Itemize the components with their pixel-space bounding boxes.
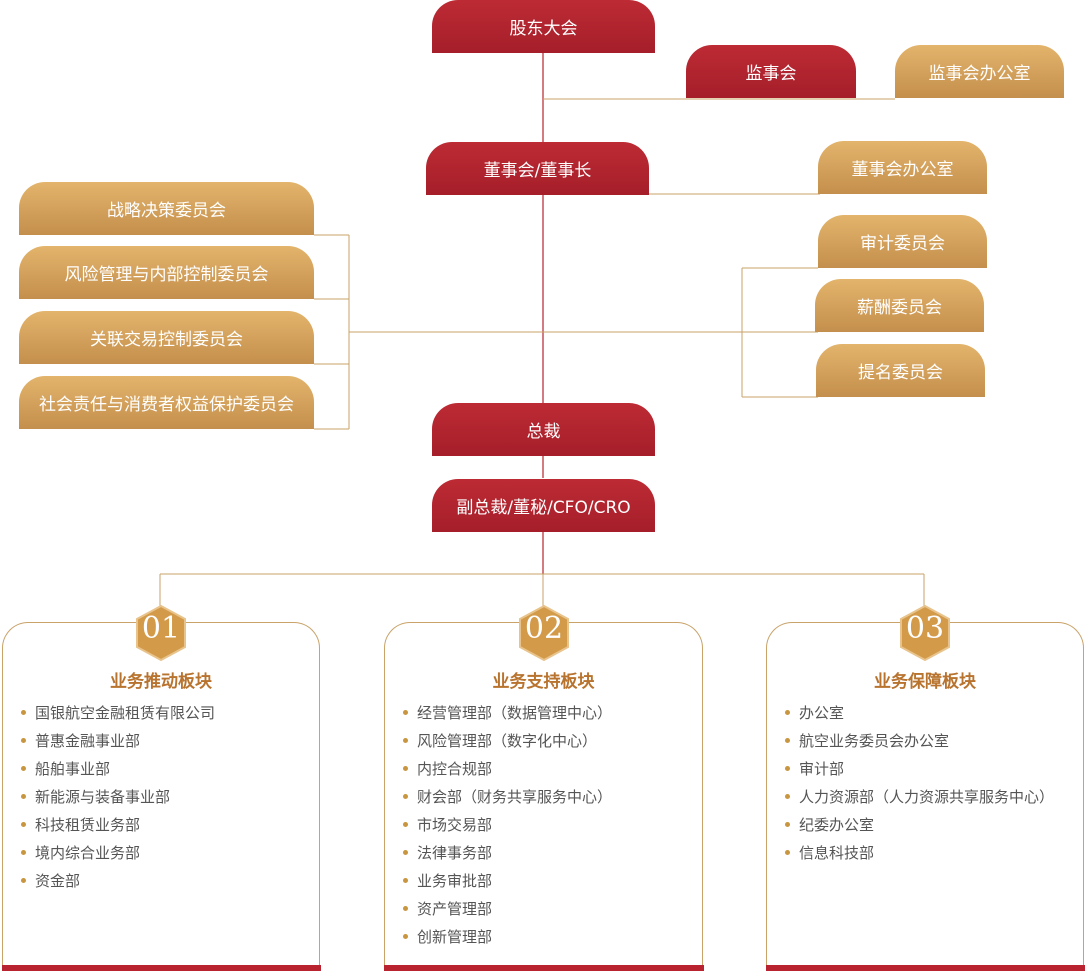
- list-item: 信息科技部: [785, 841, 1054, 869]
- list-item: 办公室: [785, 701, 1054, 729]
- list-item: 航空业务委员会办公室: [785, 729, 1054, 757]
- sector-title: 业务推动板块: [110, 672, 212, 692]
- list-item: 资金部: [21, 869, 215, 897]
- sector-number-badge: 03: [899, 605, 951, 661]
- sector-number: 02: [524, 611, 564, 646]
- board-office-box: 董事会办公室: [818, 141, 987, 194]
- board-box: 董事会/董事长: [426, 142, 649, 195]
- committee-risk-control: 风险管理与内部控制委员会: [19, 246, 314, 299]
- sector-panel-business-promotion: 01 业务推动板块 国银航空金融租赁有限公司 普惠金融事业部 船舶事业部 新能源…: [1, 605, 321, 971]
- supervisory-board-box: 监事会: [686, 45, 856, 98]
- sector-number: 01: [141, 611, 181, 646]
- sector-number-badge: 01: [135, 605, 187, 661]
- sector-item-list: 办公室 航空业务委员会办公室 审计部 人力资源部（人力资源共享服务中心） 纪委办…: [785, 701, 1054, 869]
- list-item: 国银航空金融租赁有限公司: [21, 701, 215, 729]
- sector-number: 03: [905, 611, 945, 646]
- panel-bottom-bar: [765, 965, 1085, 971]
- list-item: 普惠金融事业部: [21, 729, 215, 757]
- list-item: 人力资源部（人力资源共享服务中心）: [785, 785, 1054, 813]
- committee-nomination: 提名委员会: [816, 344, 985, 397]
- list-item: 船舶事业部: [21, 757, 215, 785]
- committee-compensation: 薪酬委员会: [815, 279, 984, 332]
- sector-panel-business-support: 02 业务支持板块 经营管理部（数据管理中心） 风险管理部（数字化中心） 内控合…: [383, 605, 704, 971]
- committee-social-responsibility: 社会责任与消费者权益保护委员会: [19, 376, 314, 429]
- sector-title: 业务保障板块: [874, 672, 976, 692]
- list-item: 境内综合业务部: [21, 841, 215, 869]
- panel-bottom-bar: [383, 965, 704, 971]
- vice-president-box: 副总裁/董秘/CFO/CRO: [432, 479, 655, 532]
- committee-audit: 审计委员会: [818, 215, 987, 268]
- panel-bottom-bar: [1, 965, 321, 971]
- list-item: 风险管理部（数字化中心）: [403, 729, 612, 757]
- sector-panel-business-security: 03 业务保障板块 办公室 航空业务委员会办公室 审计部 人力资源部（人力资源共…: [765, 605, 1085, 971]
- list-item: 审计部: [785, 757, 1054, 785]
- list-item: 创新管理部: [403, 925, 612, 953]
- list-item: 业务审批部: [403, 869, 612, 897]
- president-box: 总裁: [432, 403, 655, 456]
- list-item: 财会部（财务共享服务中心）: [403, 785, 612, 813]
- shareholders-box: 股东大会: [432, 0, 655, 53]
- list-item: 内控合规部: [403, 757, 612, 785]
- supervisory-office-box: 监事会办公室: [895, 45, 1064, 98]
- list-item: 科技租赁业务部: [21, 813, 215, 841]
- committee-strategy: 战略决策委员会: [19, 182, 314, 235]
- list-item: 市场交易部: [403, 813, 612, 841]
- sector-number-badge: 02: [518, 605, 570, 661]
- committee-related-transactions: 关联交易控制委员会: [19, 311, 314, 364]
- list-item: 资产管理部: [403, 897, 612, 925]
- sector-item-list: 国银航空金融租赁有限公司 普惠金融事业部 船舶事业部 新能源与装备事业部 科技租…: [21, 701, 215, 897]
- list-item: 法律事务部: [403, 841, 612, 869]
- sector-item-list: 经营管理部（数据管理中心） 风险管理部（数字化中心） 内控合规部 财会部（财务共…: [403, 701, 612, 953]
- sector-title: 业务支持板块: [492, 672, 595, 692]
- list-item: 新能源与装备事业部: [21, 785, 215, 813]
- list-item: 经营管理部（数据管理中心）: [403, 701, 612, 729]
- list-item: 纪委办公室: [785, 813, 1054, 841]
